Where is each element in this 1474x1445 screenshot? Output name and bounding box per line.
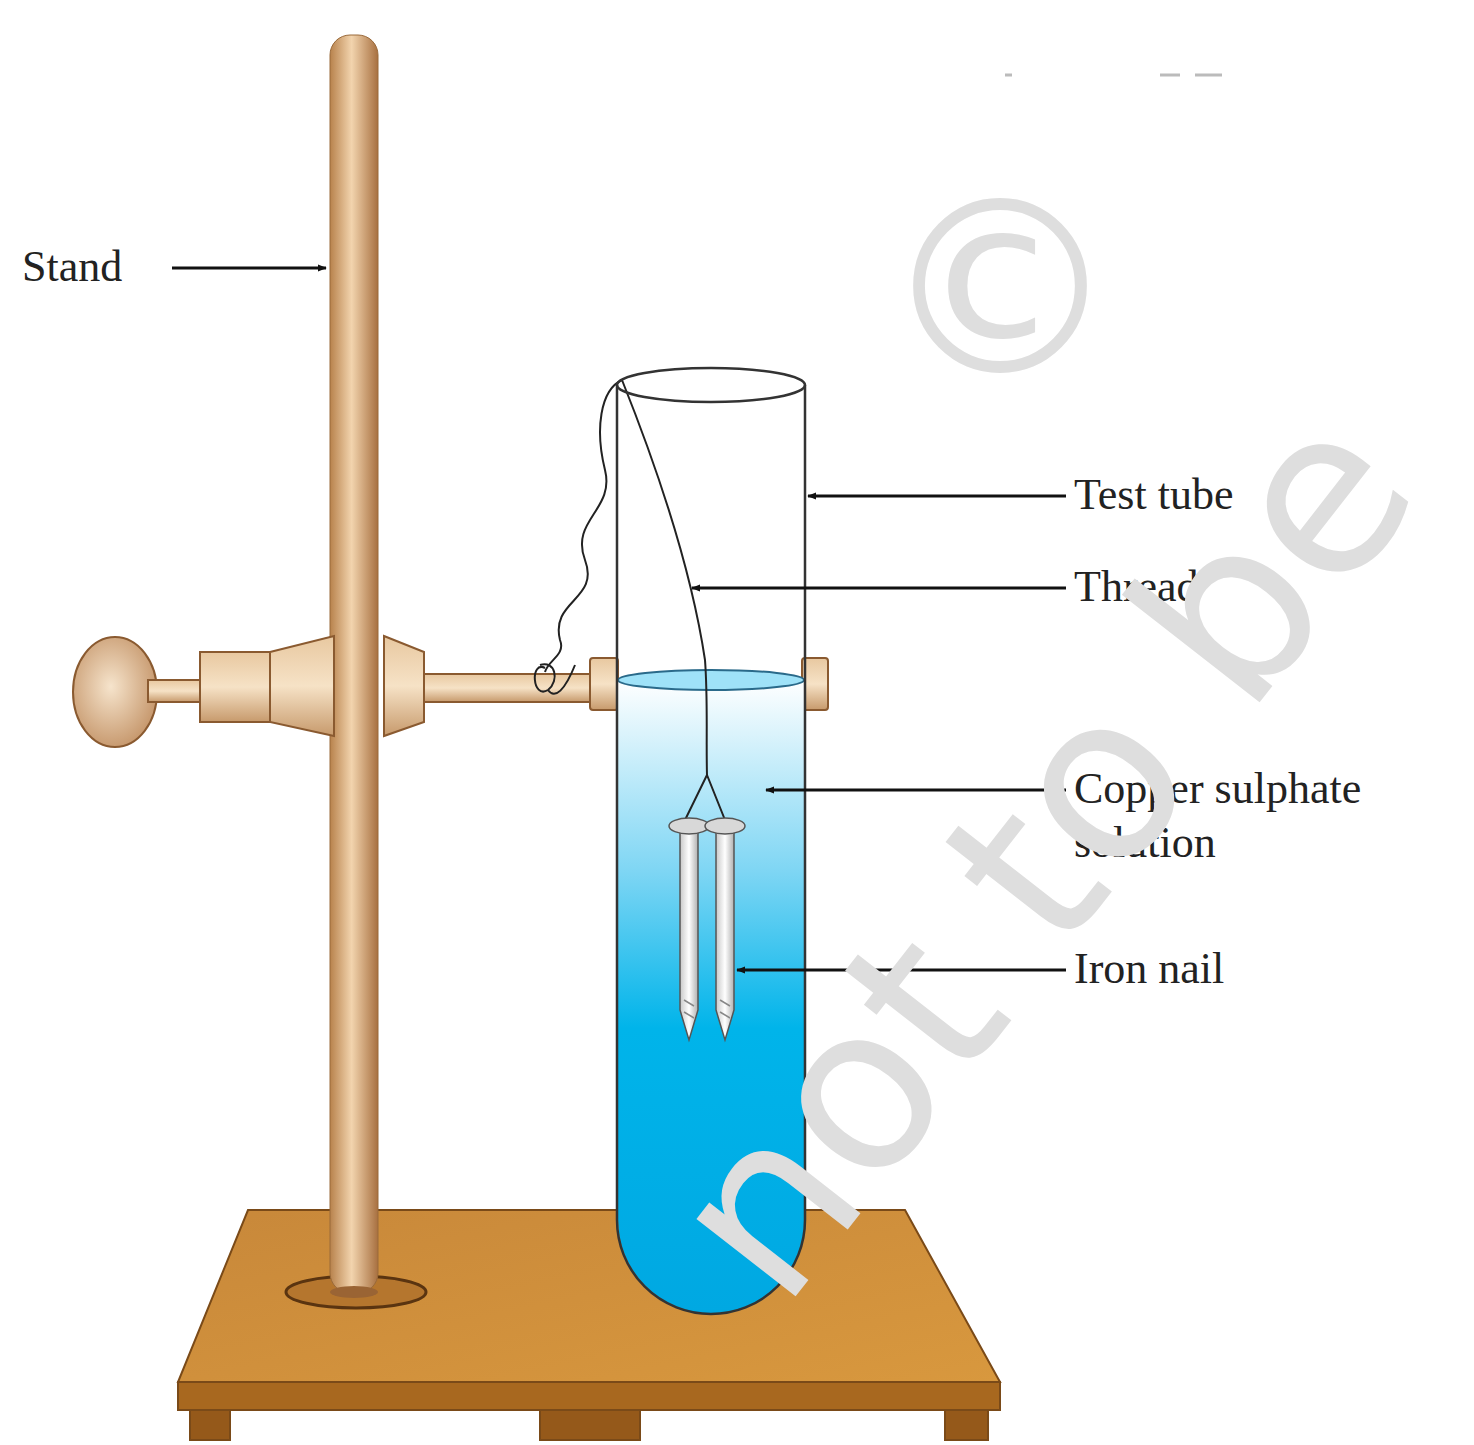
watermark: © — [880, 150, 1120, 430]
part-label: Stand — [22, 240, 122, 294]
stand-rod — [330, 35, 378, 1293]
thread — [545, 380, 622, 672]
iron-nail — [669, 818, 745, 1040]
thread — [622, 380, 725, 820]
